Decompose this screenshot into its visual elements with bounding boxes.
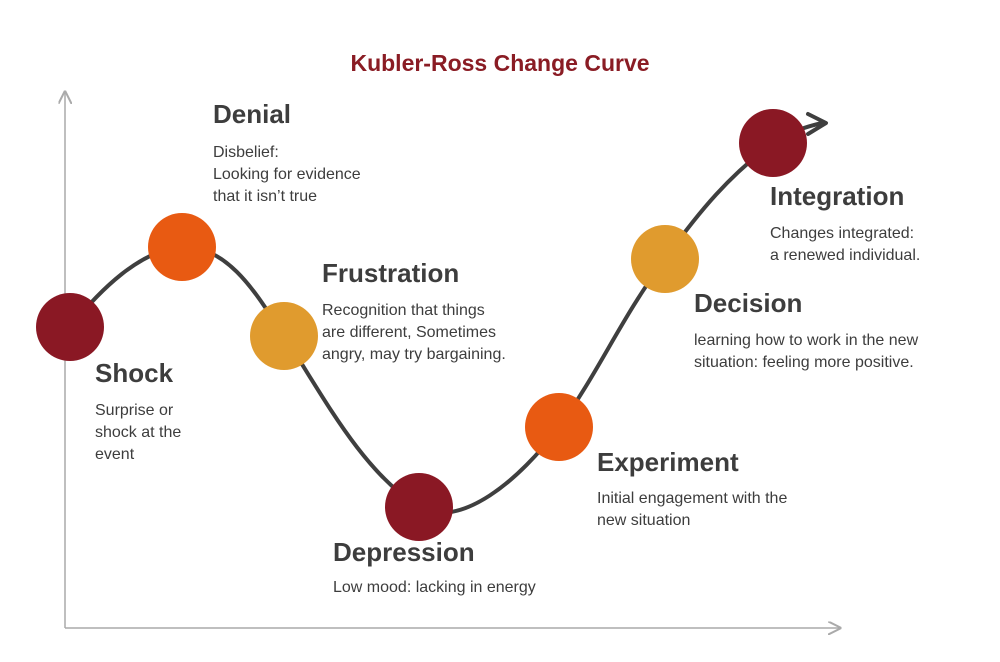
stage-title-experiment: Experiment	[597, 447, 739, 477]
diagram-title: Kubler-Ross Change Curve	[350, 50, 650, 76]
stage-marker-denial	[148, 213, 216, 281]
desc-line: shock at the	[95, 424, 182, 441]
stage-desc-integration: Changes integrated: a renewed individual…	[770, 223, 920, 267]
desc-line: a renewed individual.	[770, 247, 921, 264]
desc-line: learning how to work in the new	[694, 332, 919, 349]
desc-line: Initial engagement with the	[597, 490, 788, 507]
desc-line: Disbelief:	[213, 144, 279, 161]
stage-desc-shock: Surprise or shock at the event	[95, 400, 181, 466]
stage-markers	[36, 109, 807, 541]
stage-title-denial: Denial	[213, 99, 292, 129]
stage-desc-denial: Disbelief: Looking for evidence that it …	[213, 142, 361, 208]
stage-title-decision: Decision	[694, 288, 803, 318]
stage-title-integration: Integration	[770, 181, 905, 211]
stage-desc-experiment: Initial engagement with the new situatio…	[597, 488, 787, 532]
desc-line: Looking for evidence	[213, 166, 361, 183]
stage-marker-integration	[739, 109, 807, 177]
desc-line: are different, Sometimes	[322, 324, 497, 341]
desc-line: Low mood: lacking in energy	[333, 579, 536, 596]
stage-marker-experiment	[525, 393, 593, 461]
stage-title-frustration: Frustration	[322, 258, 460, 288]
desc-line: Changes integrated:	[770, 225, 915, 242]
desc-line: Recognition that things	[322, 302, 485, 319]
stage-desc-depression: Low mood: lacking in energy	[333, 577, 536, 599]
stage-marker-shock	[36, 293, 104, 361]
desc-line: event	[95, 446, 135, 463]
desc-line: situation: feeling more positive.	[694, 354, 914, 371]
stage-marker-depression	[385, 473, 453, 541]
stage-marker-frustration	[250, 302, 318, 370]
arrow-head-icon	[806, 112, 828, 136]
stage-desc-frustration: Recognition that things are different, S…	[322, 300, 506, 366]
desc-line: new situation	[597, 512, 691, 529]
stage-title-depression: Depression	[333, 537, 475, 567]
desc-line: that it isn’t true	[213, 188, 318, 205]
desc-line: Surprise or	[95, 402, 174, 419]
stage-title-shock: Shock	[95, 358, 174, 388]
stage-desc-decision: learning how to work in the new situatio…	[694, 330, 918, 374]
stage-marker-decision	[631, 225, 699, 293]
desc-line: angry, may try bargaining.	[322, 346, 506, 363]
